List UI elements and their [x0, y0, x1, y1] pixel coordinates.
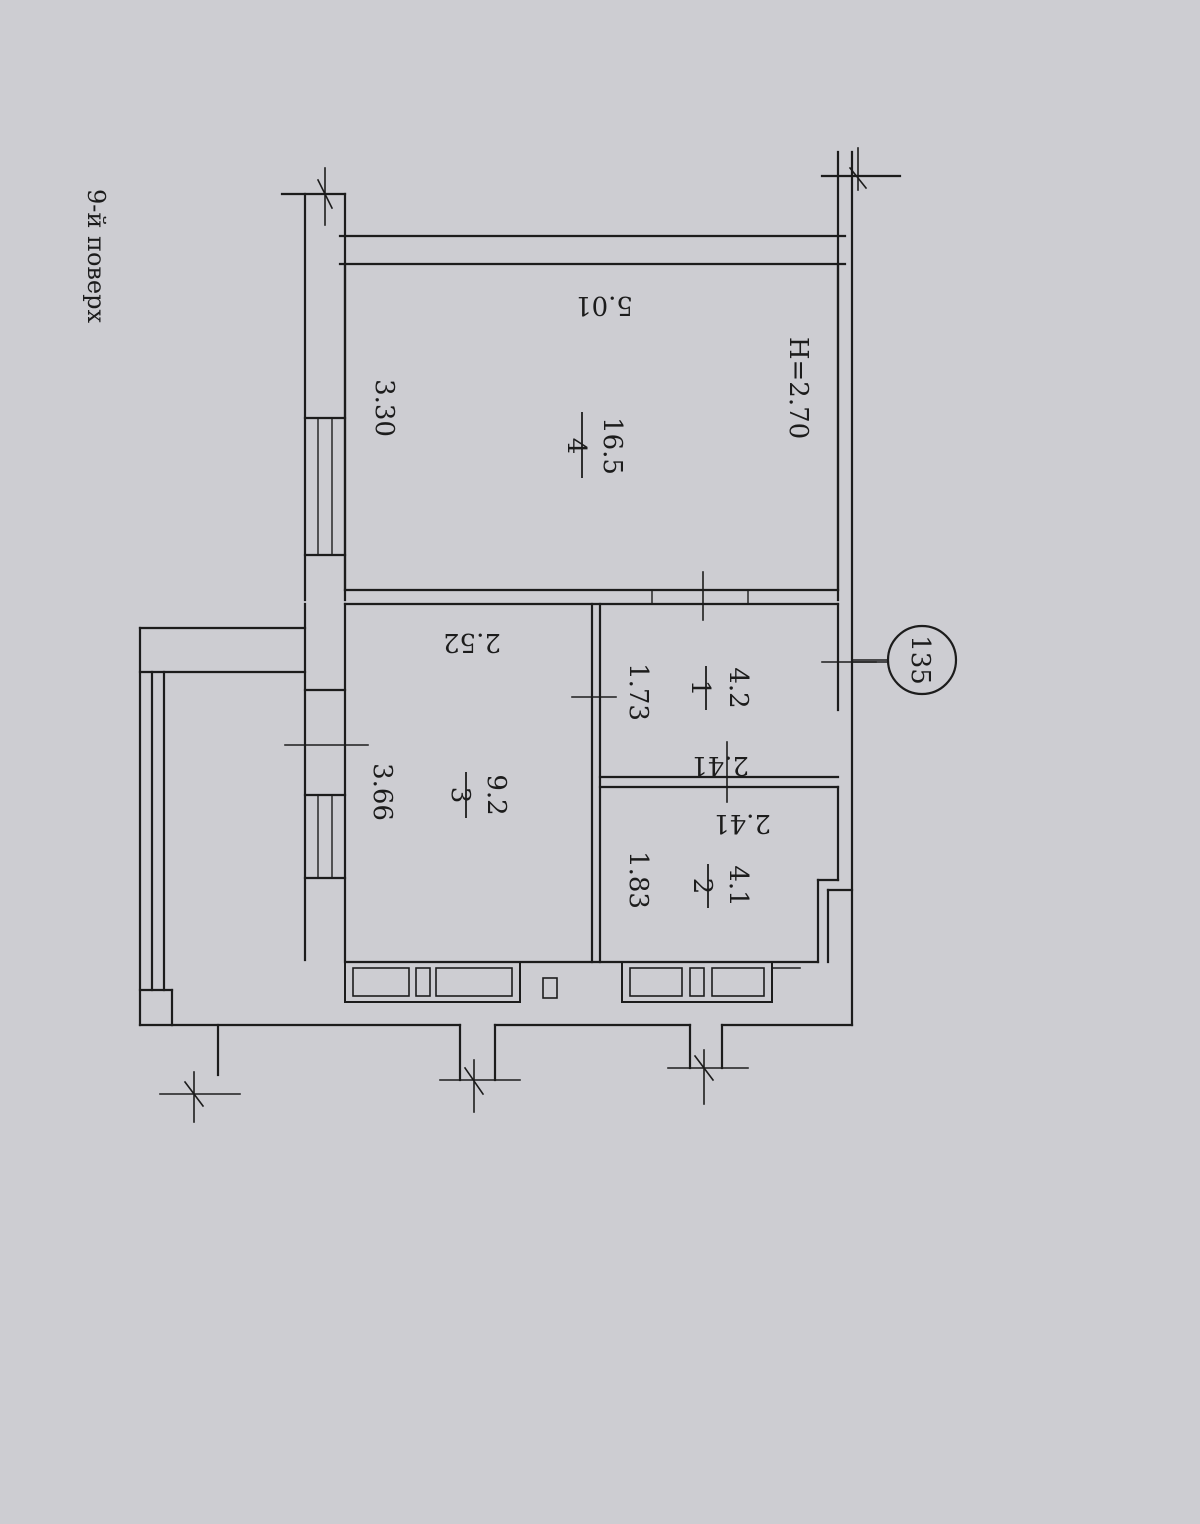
room2-length-dimension: 2.41 — [713, 808, 771, 838]
room4-number: 4 — [561, 438, 591, 455]
ceiling-height: H=2.70 — [783, 337, 813, 439]
apartment-number-circle — [886, 624, 958, 696]
room2-number: 2 — [687, 878, 717, 895]
floor-label: 9-й поверх — [82, 189, 110, 324]
apartment-number: 135 — [905, 635, 935, 685]
room4-width-dimension: 3.30 — [369, 379, 399, 437]
room4-area: 16.5 — [597, 417, 627, 475]
wall-lines — [138, 147, 902, 1123]
room3-width-dimension: 3.66 — [367, 763, 397, 821]
room1-length-dimension: 2.41 — [691, 750, 749, 780]
room3-number: 3 — [445, 787, 475, 804]
room2-width-dimension: 1.83 — [623, 851, 653, 909]
room1-number: 1 — [685, 680, 715, 697]
room2-area: 4.1 — [723, 865, 753, 906]
room1-width-dimension: 1.73 — [623, 663, 653, 721]
room3-length-dimension: 2.52 — [443, 627, 501, 657]
room4-length-dimension: 5.01 — [575, 290, 633, 320]
room1-area: 4.2 — [723, 667, 753, 708]
room3-area: 9.2 — [481, 774, 511, 815]
